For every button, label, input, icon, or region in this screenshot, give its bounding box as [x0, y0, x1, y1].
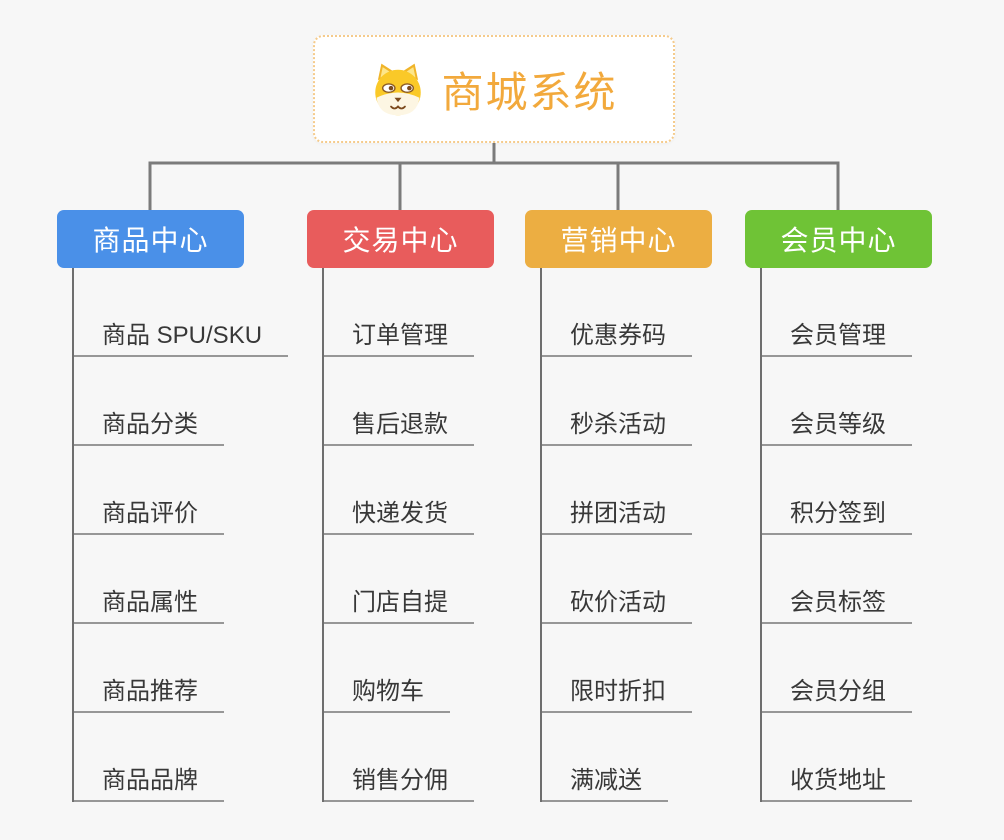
child-node[interactable]: 商品推荐 [74, 624, 257, 713]
child-label: 会员标签 [762, 582, 912, 624]
child-label: 商品 SPU/SKU [74, 315, 289, 357]
child-node[interactable]: 商品品牌 [74, 713, 257, 802]
child-node[interactable]: 会员等级 [762, 357, 945, 446]
child-label: 会员分组 [762, 671, 912, 713]
child-label: 订单管理 [324, 315, 474, 357]
branch-children-marketing: 优惠券码 秒杀活动 拼团活动 砍价活动 限时折扣 满减送 [540, 268, 725, 802]
child-node[interactable]: 订单管理 [324, 268, 507, 357]
child-label: 满减送 [542, 760, 668, 802]
child-node[interactable]: 砍价活动 [542, 535, 725, 624]
child-node[interactable]: 商品 SPU/SKU [74, 268, 289, 357]
child-node[interactable]: 拼团活动 [542, 446, 725, 535]
child-node[interactable]: 满减送 [542, 713, 725, 802]
child-label: 秒杀活动 [542, 404, 692, 446]
child-node[interactable]: 会员标签 [762, 535, 945, 624]
child-label: 商品品牌 [74, 760, 224, 802]
child-label: 拼团活动 [542, 493, 692, 535]
child-label: 售后退款 [324, 404, 474, 446]
child-node[interactable]: 商品评价 [74, 446, 257, 535]
branch-children-product: 商品 SPU/SKU 商品分类 商品评价 商品属性 商品推荐 商品品牌 [72, 268, 289, 802]
child-label: 砍价活动 [542, 582, 692, 624]
child-node[interactable]: 销售分佣 [324, 713, 507, 802]
child-node[interactable]: 会员管理 [762, 268, 945, 357]
branch-children-member: 会员管理 会员等级 积分签到 会员标签 会员分组 收货地址 [760, 268, 945, 802]
root-title: 商城系统 [441, 68, 618, 116]
child-label: 积分签到 [762, 493, 912, 535]
child-node[interactable]: 限时折扣 [542, 624, 725, 713]
child-node[interactable]: 门店自提 [324, 535, 507, 624]
child-label: 门店自提 [324, 582, 474, 624]
branch-header-marketing[interactable]: 营销中心 [525, 210, 712, 268]
child-label: 会员管理 [762, 315, 912, 357]
child-node[interactable]: 商品属性 [74, 535, 257, 624]
child-label: 购物车 [324, 671, 450, 713]
child-label: 商品属性 [74, 582, 224, 624]
branch-children-trade: 订单管理 售后退款 快递发货 门店自提 购物车 销售分佣 [322, 268, 507, 802]
child-label: 商品分类 [74, 404, 224, 446]
child-label: 商品推荐 [74, 671, 224, 713]
child-node[interactable]: 积分签到 [762, 446, 945, 535]
child-node[interactable]: 收货地址 [762, 713, 945, 802]
branch-marketing-center: 营销中心 优惠券码 秒杀活动 拼团活动 砍价活动 限时折扣 满减送 [525, 210, 725, 802]
child-label: 快递发货 [324, 493, 474, 535]
child-node[interactable]: 商品分类 [74, 357, 257, 446]
child-node[interactable]: 秒杀活动 [542, 357, 725, 446]
branch-header-product[interactable]: 商品中心 [57, 210, 244, 268]
child-node[interactable]: 优惠券码 [542, 268, 725, 357]
child-label: 优惠券码 [542, 315, 692, 357]
branch-trade-center: 交易中心 订单管理 售后退款 快递发货 门店自提 购物车 销售分佣 [307, 210, 507, 802]
branch-product-center: 商品中心 商品 SPU/SKU 商品分类 商品评价 商品属性 商品推荐 商品品牌 [57, 210, 289, 802]
child-label: 销售分佣 [324, 760, 474, 802]
child-label: 商品评价 [74, 493, 224, 535]
branch-header-member[interactable]: 会员中心 [745, 210, 932, 268]
child-node[interactable]: 快递发货 [324, 446, 507, 535]
shiba-dog-icon [375, 63, 422, 116]
branch-header-trade[interactable]: 交易中心 [307, 210, 494, 268]
child-label: 收货地址 [762, 760, 912, 802]
child-node[interactable]: 售后退款 [324, 357, 507, 446]
branch-member-center: 会员中心 会员管理 会员等级 积分签到 会员标签 会员分组 收货地址 [745, 210, 945, 802]
child-label: 会员等级 [762, 404, 912, 446]
child-node[interactable]: 购物车 [324, 624, 507, 713]
child-node[interactable]: 会员分组 [762, 624, 945, 713]
child-label: 限时折扣 [542, 671, 692, 713]
root-node[interactable]: 商城系统 [313, 35, 675, 143]
